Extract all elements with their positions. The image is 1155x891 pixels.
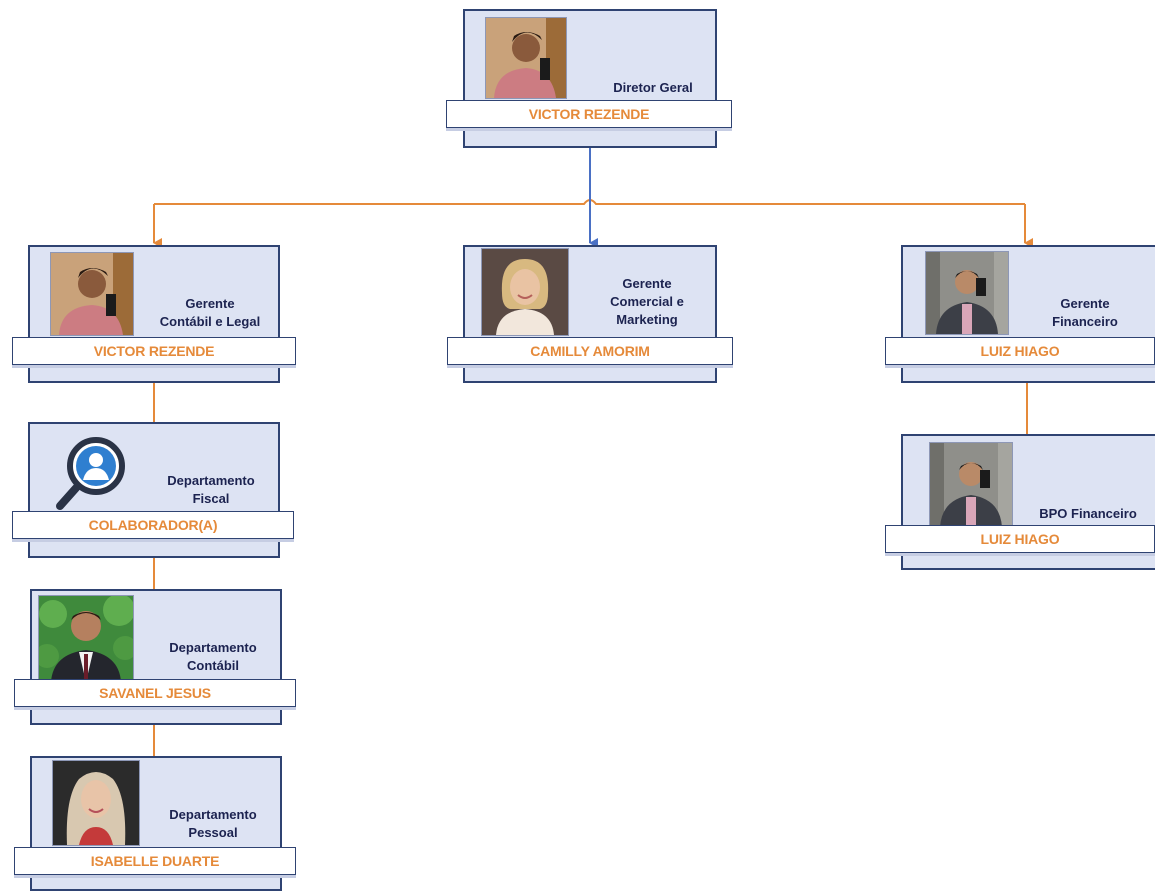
manager-finance-node: Gerente Financeiro LUIZ HIAGO	[885, 245, 1155, 383]
manager-finance-photo	[925, 251, 1009, 335]
role-line: Contábil e Legal	[159, 314, 261, 329]
manager-commercial-name: CAMILLY AMORIM	[447, 337, 733, 365]
director-photo	[485, 17, 567, 99]
director-role: Diretor Geral	[593, 79, 713, 97]
manager-accounting-node: Gerente Contábil e Legal VICTOR REZENDE	[12, 245, 296, 383]
dept-fiscal-name: COLABORADOR(A)	[12, 511, 294, 539]
dept-fiscal-role: Departamento Fiscal	[148, 472, 274, 508]
dept-contabil-node: Departamento Contábil SAVANEL JESUS	[14, 589, 296, 725]
role-line: Gerente	[1060, 296, 1110, 311]
role-line: Marketing	[616, 312, 678, 327]
dept-contabil-photo	[38, 595, 134, 683]
role-line: Comercial e	[610, 294, 684, 309]
bpo-finance-photo	[929, 442, 1013, 528]
bpo-finance-node: BPO Financeiro LUIZ HIAGO	[885, 434, 1155, 570]
bpo-finance-name: LUIZ HIAGO	[885, 525, 1155, 553]
manager-commercial-node: Gerente Comercial e Marketing CAMILLY AM…	[447, 245, 733, 383]
role-line: Gerente	[622, 276, 672, 291]
role-line: Departamento	[167, 473, 255, 488]
role-line: Diretor Geral	[613, 80, 693, 95]
manager-commercial-role: Gerente Comercial e Marketing	[583, 275, 711, 329]
role-line: Departamento	[169, 807, 257, 822]
bpo-finance-role: BPO Financeiro	[1023, 505, 1153, 523]
manager-accounting-photo	[50, 252, 134, 336]
manager-commercial-photo	[481, 248, 569, 336]
role-line: Financeiro	[1052, 314, 1118, 329]
role-line: Contábil	[187, 658, 239, 673]
manager-accounting-name: VICTOR REZENDE	[12, 337, 296, 365]
dept-pessoal-photo	[52, 760, 140, 846]
role-line: BPO Financeiro	[1039, 506, 1137, 521]
dept-contabil-name: SAVANEL JESUS	[14, 679, 296, 707]
role-line: Gerente	[185, 296, 235, 311]
director-node: Diretor Geral VICTOR REZENDE	[446, 9, 732, 148]
dept-pessoal-role: Departamento Pessoal	[150, 806, 276, 842]
manager-accounting-role: Gerente Contábil e Legal	[146, 295, 274, 331]
role-line: Pessoal	[188, 825, 238, 840]
dept-pessoal-name: ISABELLE DUARTE	[14, 847, 296, 875]
search-user-icon	[54, 434, 130, 510]
role-line: Departamento	[169, 640, 257, 655]
director-name: VICTOR REZENDE	[446, 100, 732, 128]
role-line: Fiscal	[192, 491, 230, 506]
manager-finance-role: Gerente Financeiro	[1021, 295, 1149, 331]
dept-contabil-role: Departamento Contábil	[150, 639, 276, 675]
dept-pessoal-node: Departamento Pessoal ISABELLE DUARTE	[14, 756, 296, 891]
dept-fiscal-node: Departamento Fiscal COLABORADOR(A)	[12, 422, 294, 558]
manager-finance-name: LUIZ HIAGO	[885, 337, 1155, 365]
